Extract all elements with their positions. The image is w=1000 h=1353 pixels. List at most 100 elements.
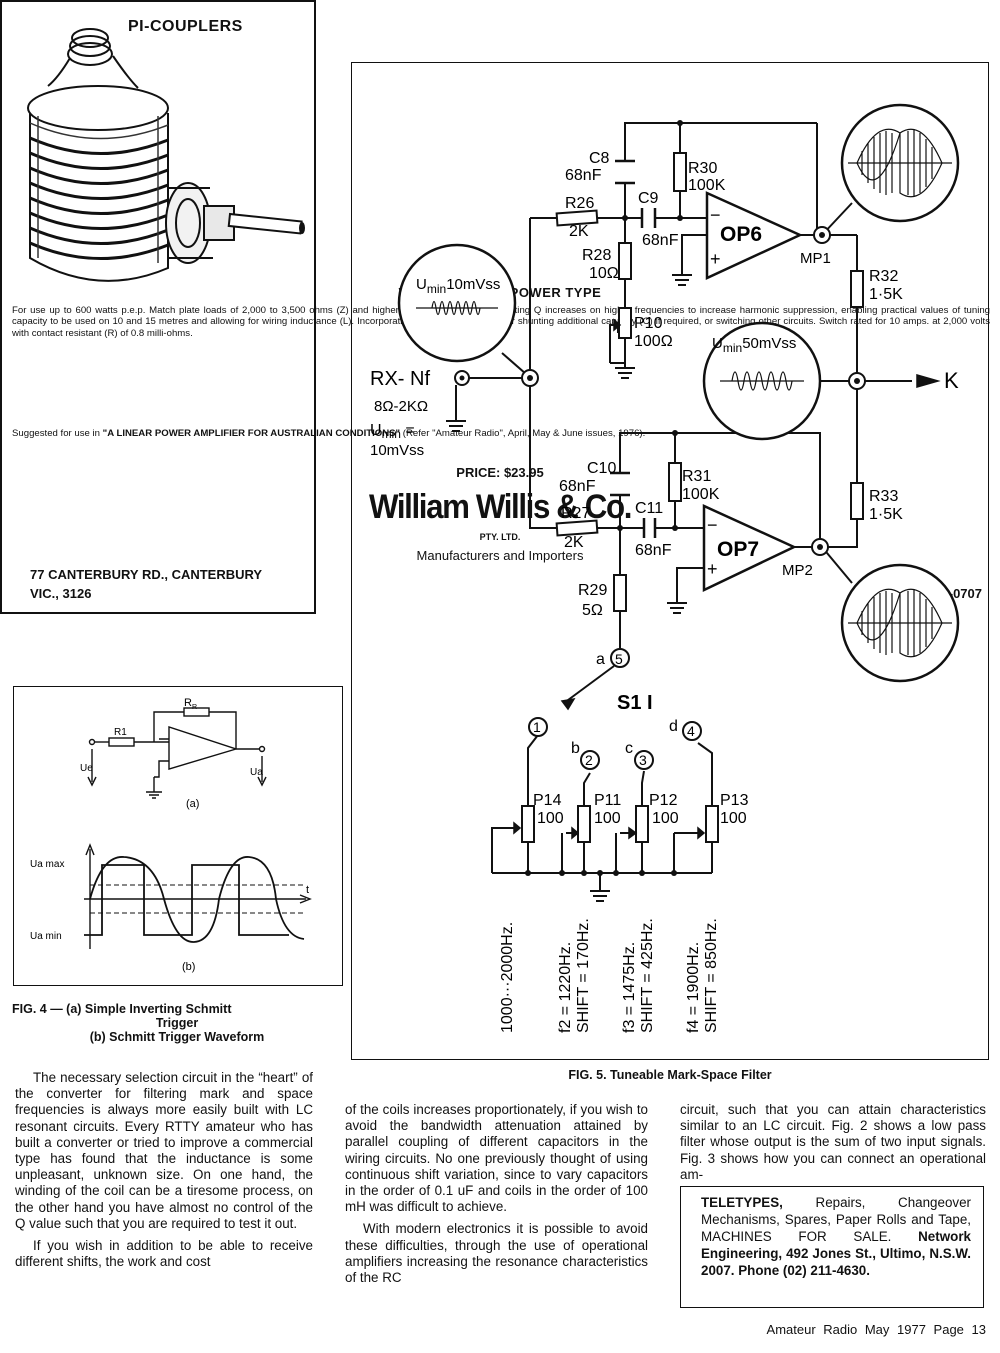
c9-label: C9 [638, 190, 659, 207]
switch-a-label: a [596, 651, 605, 668]
figure-5-schematic: C8 68nF R30 100K R26 2K C9 68nF R28 10Ω … [370, 103, 960, 1033]
figure-5-caption: FIG. 5. Tuneable Mark-Space Filter [568, 1068, 772, 1082]
figure-5-box: C8 68nF R30 100K R26 2K C9 68nF R28 10Ω … [351, 62, 989, 1060]
r32-label: R32 [869, 268, 898, 285]
op6-minus: − [710, 205, 721, 225]
fig4-label-r1: R1 [114, 727, 127, 738]
r33-value: 1·5K [869, 506, 903, 523]
r33-label: R33 [869, 488, 898, 505]
tele-contact: Network Engineering, 492 Jones St., Ulti… [701, 1229, 971, 1278]
fig4-caption-line1: FIG. 4 — (a) Simple Inverting Schmitt [12, 1002, 232, 1016]
switch-pos-1: 1 [533, 719, 541, 735]
switch-d-label: d [669, 718, 678, 735]
f4-shift-label: SHIFT = 850Hz. [703, 918, 720, 1033]
fig4-label-a: (a) [186, 798, 199, 810]
p13-value: 100 [720, 810, 747, 827]
r27-value: 2K [564, 534, 584, 551]
column-3: circuit, such that you can attain charac… [680, 1102, 986, 1183]
f3-shift-label: SHIFT = 425Hz. [639, 918, 656, 1033]
ad-suggested-suffix: (Refer "Amateur Radio", April, May & Jun… [400, 428, 646, 439]
r27-label: R27 [561, 505, 590, 522]
column-1: The necessary selection circuit in the “… [15, 1070, 313, 1270]
col2-paragraph-1: of the coils increases proportionately, … [345, 1102, 648, 1215]
mp1-label: MP1 [800, 250, 831, 267]
advertisement: PI-COUPLERS WILLIS MEDIUM POWER TYPE For… [0, 0, 990, 614]
r28-value: 10Ω [589, 265, 619, 282]
switch-pos-3: 3 [639, 752, 647, 768]
ad-tagline: Manufacturers and Importers [416, 548, 584, 563]
fig4-caption-line3: (b) Schmitt Trigger Waveform [89, 1030, 265, 1044]
fig4-label-ua: Ua [250, 767, 263, 778]
ad-title: PI-COUPLERS [128, 18, 243, 35]
op6-label: OP6 [720, 223, 762, 246]
f2-label: f2 = 1220Hz. [557, 942, 574, 1033]
p10-value: 100Ω [634, 333, 673, 350]
fig4-label-b: (b) [182, 961, 195, 973]
tele-text: Repairs, Changeover Mechanisms, Spares, … [701, 1195, 971, 1244]
ad-address: 77 CANTERBURY RD., CANTERBURY [30, 567, 263, 582]
c10-label: C10 [587, 460, 616, 477]
c10-value: 68nF [559, 478, 596, 495]
column-2: of the coils increases proportionately, … [345, 1102, 648, 1286]
page-footer: Amateur Radio May 1977 Page 13 [766, 1322, 986, 1337]
r28-label: R28 [582, 247, 611, 264]
mp2-label: MP2 [782, 562, 813, 579]
r26-value: 2K [569, 223, 589, 240]
switch-pos-2: 2 [585, 752, 593, 768]
freq-range-label: 1000···2000Hz. [499, 922, 516, 1033]
r29-value: 5Ω [582, 602, 603, 619]
p14-value: 100 [537, 810, 564, 827]
c8-value: 68nF [565, 167, 602, 184]
figure-4-schmitt-trigger: RR R1 Ue Ua (a) Ua max Ua min t (b) [30, 697, 312, 973]
p11-label: P11 [594, 792, 621, 809]
ad-suggested-prefix: Suggested for use in [12, 428, 103, 439]
f2-shift-label: SHIFT = 170Hz. [575, 918, 592, 1033]
op6-plus: + [710, 249, 721, 269]
f3-label: f3 = 1475Hz. [621, 942, 638, 1033]
output-k-label: K [944, 368, 959, 393]
switch-c-label: c [625, 740, 633, 757]
figure-4-caption: FIG. 4 — (a) Simple Inverting Schmitt Tr… [12, 1002, 342, 1044]
umin50-label: Umin50mVss [712, 335, 796, 355]
f4-label: f4 = 1900Hz. [685, 942, 702, 1033]
r26-label: R26 [565, 195, 594, 212]
r30-label: R30 [688, 160, 717, 177]
fig4-label-uamax: Ua max [30, 859, 64, 870]
ad-suggested-text: Suggested for use in "A LINEAR POWER AMP… [12, 428, 990, 439]
fig4-caption-line2: Trigger [155, 1016, 199, 1030]
col1-paragraph-2: If you wish in addition to be able to re… [15, 1238, 313, 1270]
p13-label: P13 [720, 792, 749, 809]
p10-label: P10 [634, 315, 663, 332]
p14-label: P14 [533, 792, 562, 809]
input-impedance: 8Ω-2KΩ [374, 398, 428, 415]
c11-label: C11 [635, 500, 663, 517]
r30-value: 100K [688, 177, 726, 194]
pi-coupler-coil-illustration [27, 28, 305, 282]
r31-value: 100K [682, 486, 720, 503]
op7-minus: − [707, 515, 718, 535]
ad-city: VIC., 3126 [30, 586, 92, 601]
ad-suggested-title: "A LINEAR POWER AMPLIFIER FOR AUSTRALIAN… [102, 428, 401, 439]
c9-value: 68nF [642, 232, 679, 249]
figure-4-box: RR R1 Ue Ua (a) Ua max Ua min t (b) [13, 686, 343, 986]
c8-label: C8 [589, 150, 610, 167]
op7-label: OP7 [717, 538, 759, 561]
umin-input-value: 10mVss [370, 442, 424, 459]
s1-label: S1 I [617, 692, 653, 714]
switch-5-label: 5 [615, 651, 623, 667]
ad-price: PRICE: $23.95 [456, 465, 544, 480]
fig4-label-uamin: Ua min [30, 931, 62, 942]
col1-paragraph-1: The necessary selection circuit in the “… [15, 1070, 313, 1231]
rx-nf-label: RX- Nf [370, 368, 430, 390]
r31-label: R31 [682, 468, 711, 485]
r29-label: R29 [578, 582, 607, 599]
col3-paragraph-1: circuit, such that you can attain charac… [680, 1102, 986, 1182]
p11-value: 100 [594, 810, 621, 827]
ad-company-name: William Willis & Co. [368, 488, 632, 526]
r32-value: 1·5K [869, 286, 903, 303]
switch-pos-4: 4 [687, 723, 695, 739]
c11-value: 68nF [635, 542, 672, 559]
op7-plus: + [707, 559, 718, 579]
p12-label: P12 [649, 792, 678, 809]
umin10-label: Umin10mVss [416, 276, 500, 296]
